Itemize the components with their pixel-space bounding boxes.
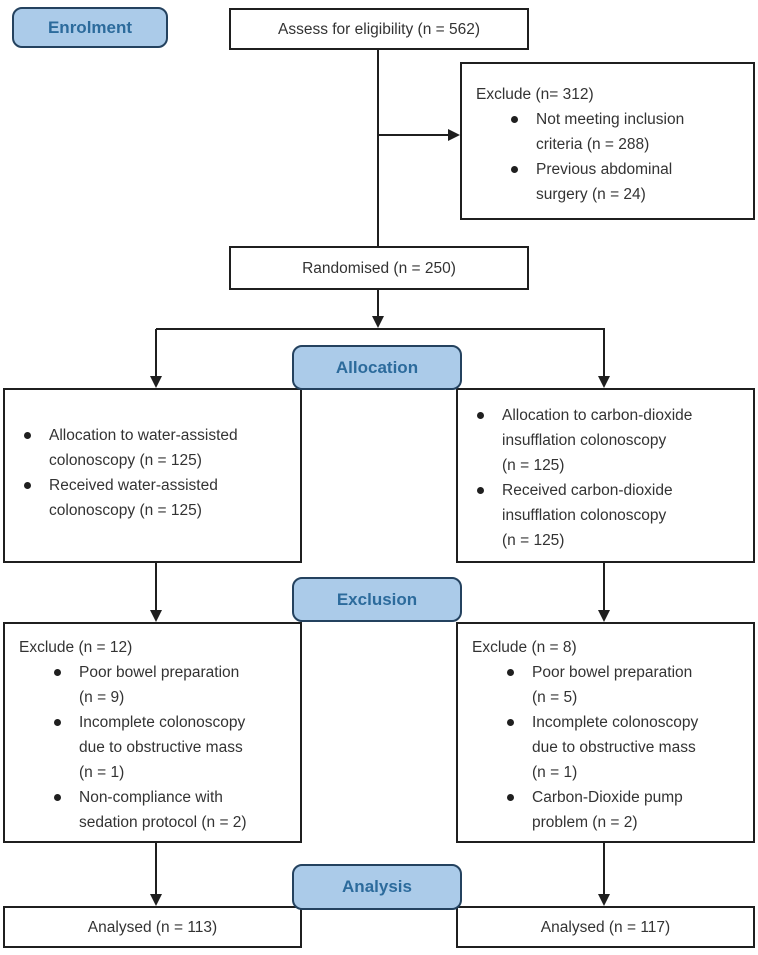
list-item: Poor bowel preparation (n = 5) xyxy=(502,660,747,710)
list-item: Received carbon-dioxide insufflation col… xyxy=(472,478,747,553)
exclude-reason-list: Not meeting inclusion criteria (n = 288)… xyxy=(506,107,747,207)
analysed-box-carbon-dioxide: Analysed (n = 117) xyxy=(456,906,755,948)
stage-badge-exclusion: Exclusion xyxy=(292,577,462,622)
connector-exclusion-to-analysed-left xyxy=(155,843,157,895)
exclude-pre-randomisation-box: Exclude (n= 312) Not meeting inclusion c… xyxy=(460,62,755,220)
list-item: Non-compliance with sedation protocol (n… xyxy=(49,785,294,835)
box-text: Analysed (n = 117) xyxy=(540,918,671,936)
exclude-header: Exclude (n = 12) xyxy=(19,639,133,656)
arrowhead-down-icon xyxy=(372,316,384,328)
box-text: Randomised (n = 250) xyxy=(302,259,456,277)
arrowhead-right-icon xyxy=(448,129,460,141)
connector-branch-right-drop xyxy=(603,329,605,377)
list-item: Allocation to carbon-dioxide insufflatio… xyxy=(472,403,747,478)
connector-branch-horizontal xyxy=(156,328,605,330)
connector-exclusion-to-analysed-right xyxy=(603,843,605,895)
arrowhead-down-icon xyxy=(150,610,162,622)
list-item: Carbon-Dioxide pump problem (n = 2) xyxy=(502,785,747,835)
assess-eligibility-box: Assess for eligibility (n = 562) xyxy=(229,8,529,50)
allocation-list: Allocation to water-assisted colonoscopy… xyxy=(19,423,294,523)
connector-assess-to-randomised xyxy=(377,49,379,246)
box-text: Analysed (n = 113) xyxy=(87,918,218,936)
stage-label: Allocation xyxy=(335,357,419,377)
connector-randomised-down xyxy=(377,289,379,318)
arrowhead-down-icon xyxy=(598,610,610,622)
connector-allocation-to-exclusion-right xyxy=(603,562,605,611)
exclude-reason-list: Poor bowel preparation (n = 5) Incomplet… xyxy=(502,660,747,835)
stage-label: Enrolment xyxy=(47,17,133,37)
stage-badge-allocation: Allocation xyxy=(292,345,462,390)
randomised-box: Randomised (n = 250) xyxy=(229,246,529,290)
stage-label: Exclusion xyxy=(336,589,418,609)
allocation-box-carbon-dioxide: Allocation to carbon-dioxide insufflatio… xyxy=(456,388,755,563)
allocation-list: Allocation to carbon-dioxide insufflatio… xyxy=(472,403,747,553)
list-item: Poor bowel preparation (n = 9) xyxy=(49,660,294,710)
arrowhead-down-icon xyxy=(150,894,162,906)
arrowhead-down-icon xyxy=(598,894,610,906)
list-item: Incomplete colonoscopy due to obstructiv… xyxy=(502,710,747,785)
list-item: Previous abdominal surgery (n = 24) xyxy=(506,157,747,207)
list-item: Allocation to water-assisted colonoscopy… xyxy=(19,423,294,473)
exclusion-box-water-assisted: Exclude (n = 12) Poor bowel preparation … xyxy=(3,622,302,843)
analysed-box-water-assisted: Analysed (n = 113) xyxy=(3,906,302,948)
list-item: Received water-assisted colonoscopy (n =… xyxy=(19,473,294,523)
arrowhead-down-icon xyxy=(150,376,162,388)
stage-badge-enrolment: Enrolment xyxy=(12,7,168,48)
connector-branch-left-drop xyxy=(155,329,157,377)
stage-badge-analysis: Analysis xyxy=(292,864,462,910)
list-item: Incomplete colonoscopy due to obstructiv… xyxy=(49,710,294,785)
exclude-header: Exclude (n= 312) xyxy=(476,86,594,103)
connector-to-exclude-box xyxy=(378,134,449,136)
stage-label: Analysis xyxy=(342,877,412,896)
connector-allocation-to-exclusion-left xyxy=(155,562,157,611)
arrowhead-down-icon xyxy=(598,376,610,388)
exclude-reason-list: Poor bowel preparation (n = 9) Incomplet… xyxy=(49,660,294,835)
list-item: Not meeting inclusion criteria (n = 288) xyxy=(506,107,747,157)
exclusion-box-carbon-dioxide: Exclude (n = 8) Poor bowel preparation (… xyxy=(456,622,755,843)
box-text: Assess for eligibility (n = 562) xyxy=(277,20,480,38)
exclude-header: Exclude (n = 8) xyxy=(472,639,577,656)
allocation-box-water-assisted: Allocation to water-assisted colonoscopy… xyxy=(3,388,302,563)
